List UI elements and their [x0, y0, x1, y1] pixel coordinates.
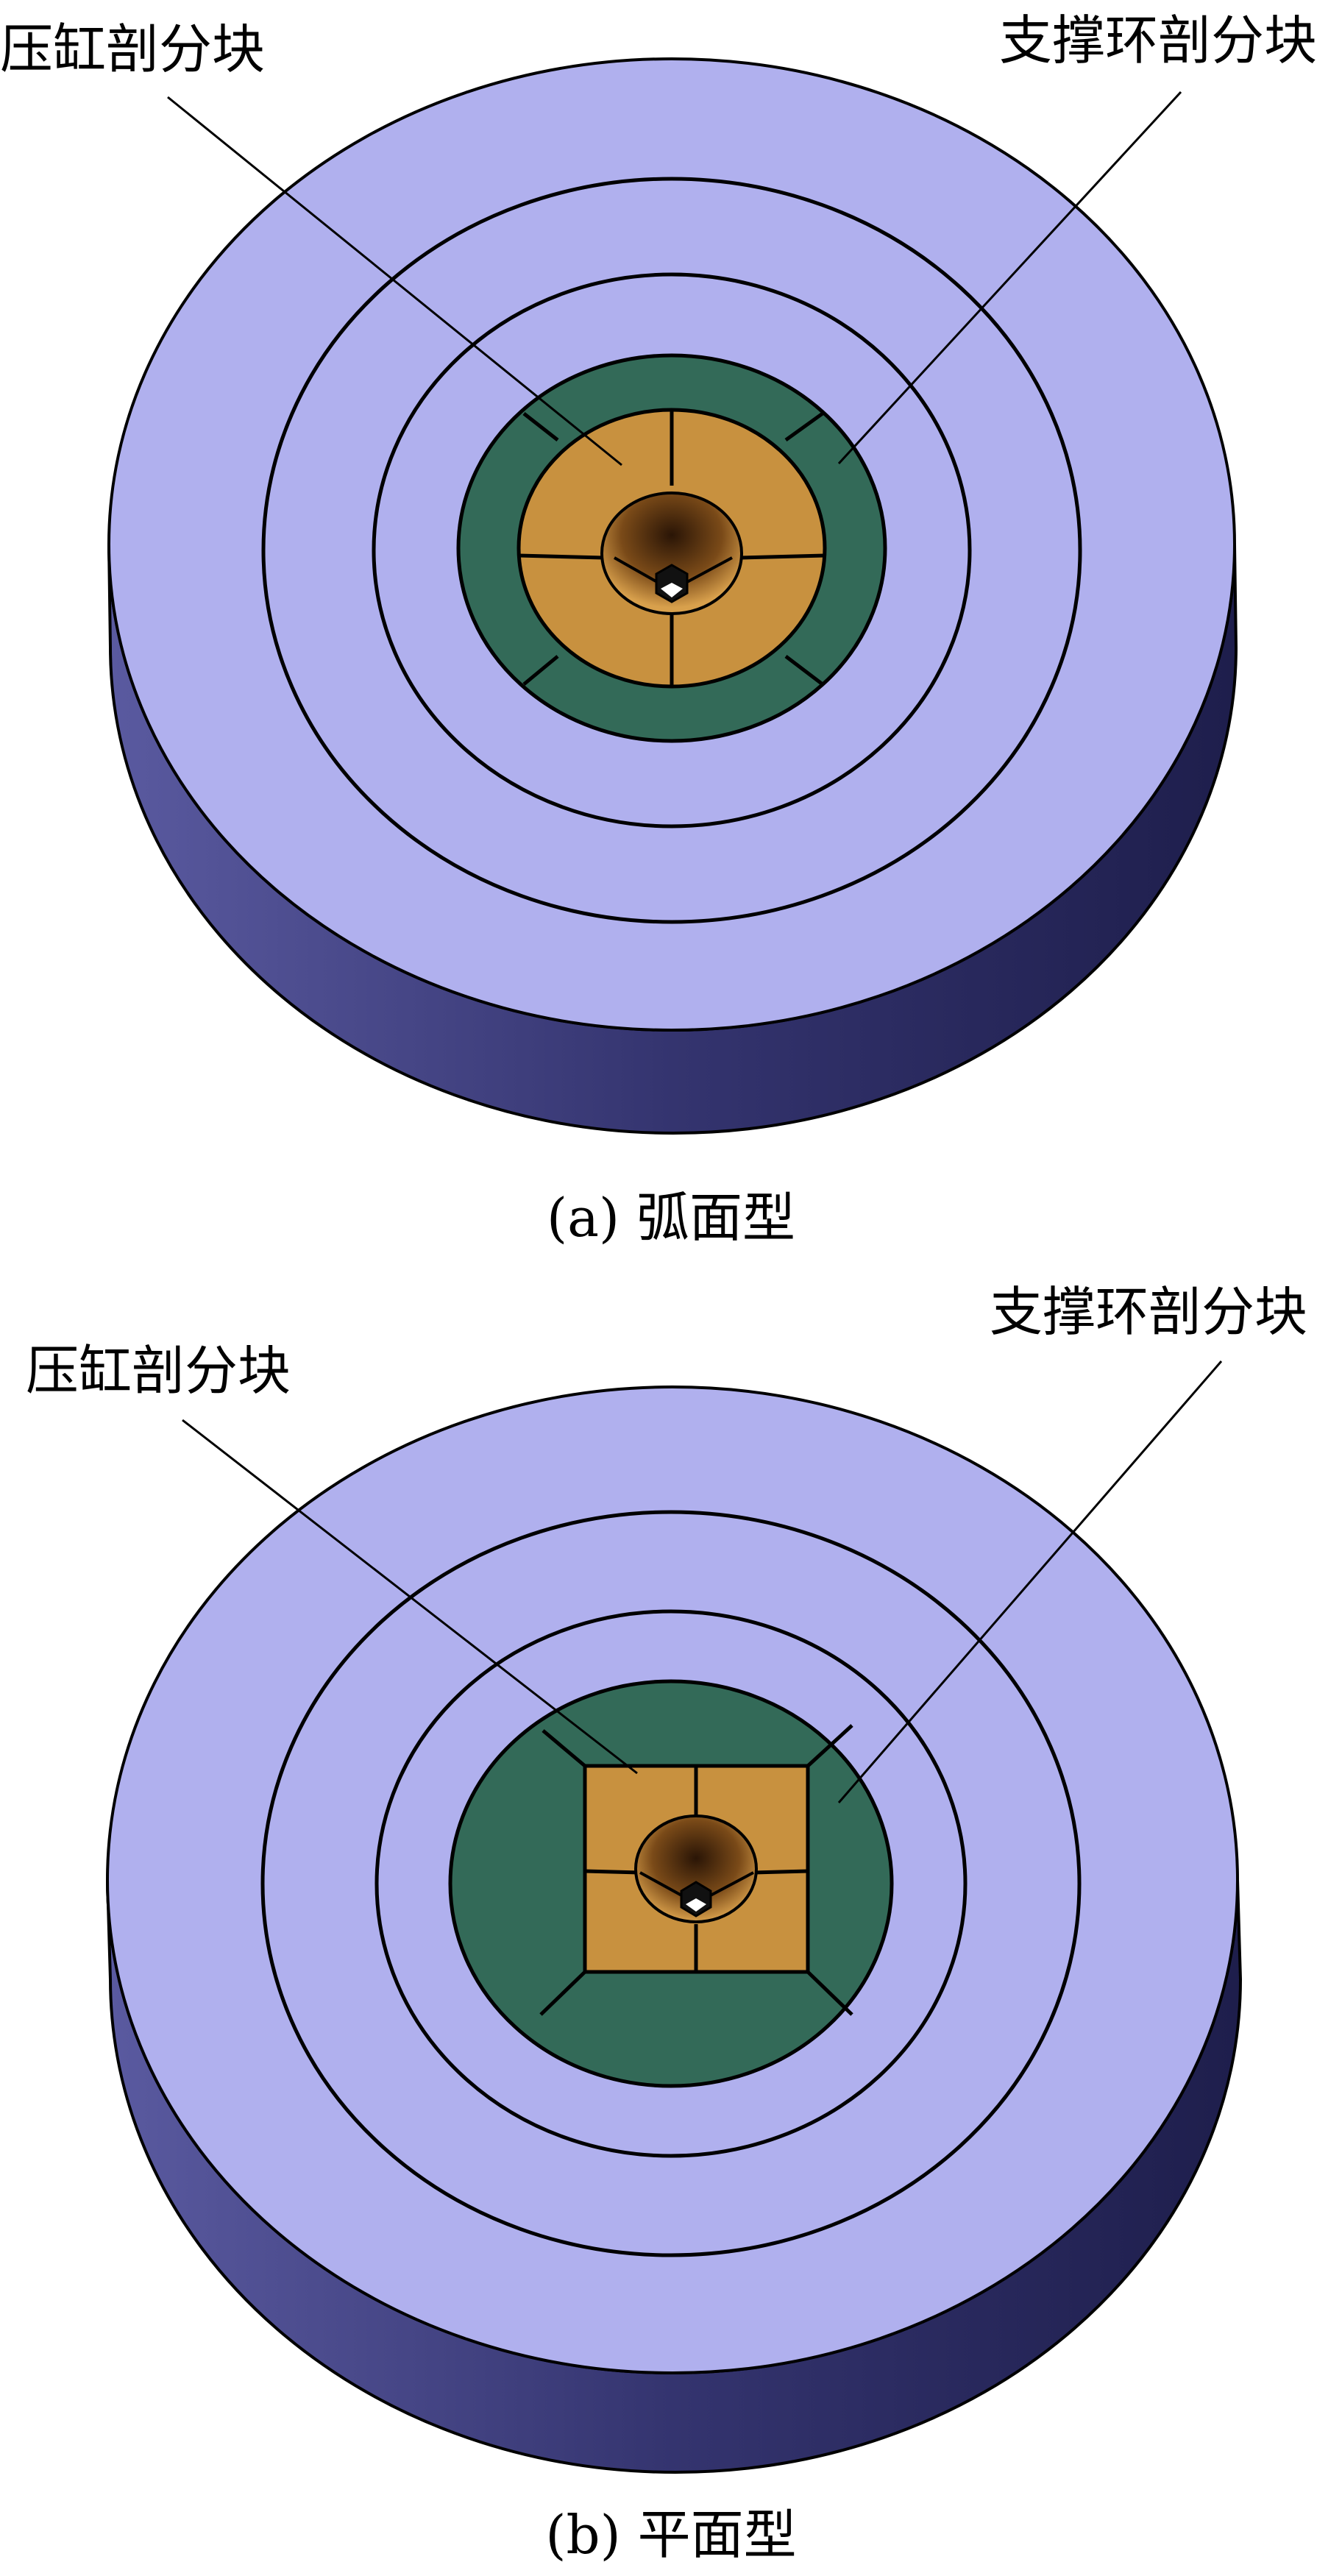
conical-recess-a — [600, 492, 743, 615]
recess-edge-a-1 — [614, 556, 659, 584]
support-slit-b-4 — [806, 1970, 853, 2016]
conical-recess-b — [634, 1814, 758, 1923]
panel-a: 压缸剖分块 支撑环剖分块 (a) 弧面型 — [0, 10, 1317, 1249]
label-b-right: 支撑环剖分块 — [990, 1281, 1307, 1343]
support-slit-a-4 — [784, 655, 824, 686]
leader-line-a-left — [167, 96, 622, 466]
leader-line-a-right — [837, 91, 1182, 465]
recess-edge-b-2 — [707, 1871, 754, 1898]
leader-line-b-right — [837, 1360, 1223, 1803]
support-slit-b-2 — [806, 1724, 853, 1767]
panel-b: 压缸剖分块 支撑环剖分块 (b) 平面型 — [26, 1281, 1307, 2566]
ring-groove-b-1 — [260, 1510, 1082, 2257]
center-hole-highlight-b — [686, 1898, 706, 1912]
center-hole-highlight-a — [661, 583, 683, 597]
support-slit-a-1 — [522, 412, 559, 441]
ring-groove-a-2 — [372, 272, 972, 828]
caption-a: (a) 弧面型 — [547, 1187, 795, 1249]
support-slit-a-2 — [784, 411, 824, 442]
support-slit-b-3 — [539, 1970, 586, 2016]
leader-line-b-left — [182, 1419, 638, 1775]
caption-b: (b) 平面型 — [545, 2504, 796, 2566]
recess-edge-b-1 — [639, 1871, 685, 1898]
label-a-right: 支撑环剖分块 — [999, 10, 1317, 71]
ring-groove-a-1 — [261, 177, 1082, 924]
label-b-left: 压缸剖分块 — [26, 1340, 291, 1402]
support-slit-b-1 — [542, 1729, 586, 1767]
block-split-b-h2 — [753, 1869, 809, 1875]
recess-edge-a-2 — [685, 556, 733, 584]
support-slit-a-3 — [522, 655, 559, 686]
block-split-b-h1 — [584, 1869, 641, 1875]
label-a-left: 压缸剖分块 — [0, 18, 265, 80]
block-split-a-h2 — [739, 553, 826, 560]
block-split-a-h1 — [518, 553, 604, 560]
ring-groove-b-2 — [374, 1609, 968, 2158]
